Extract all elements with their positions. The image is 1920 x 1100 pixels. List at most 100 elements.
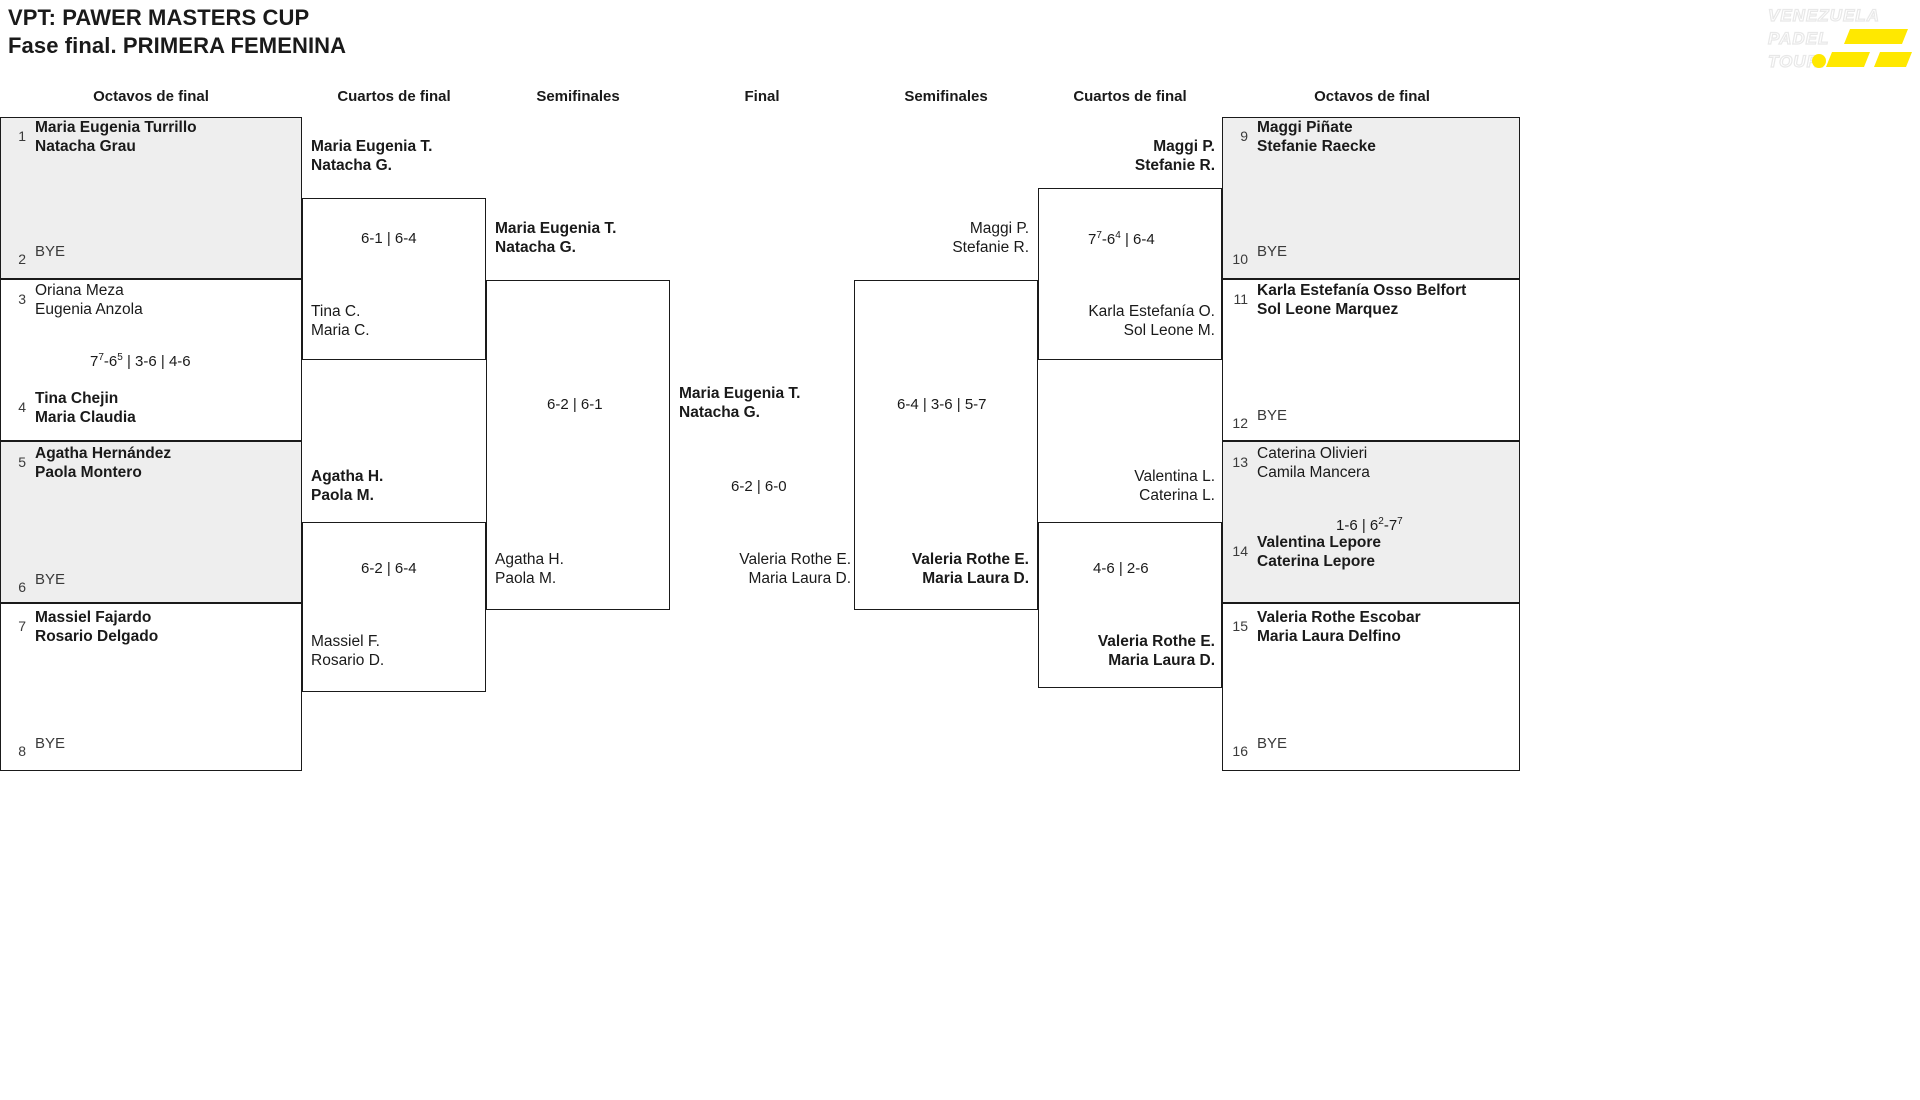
- left-octavos-entry-3[interactable]: 3 Oriana Meza Eugenia Anzola: [4, 281, 143, 319]
- seed-number: 3: [18, 291, 26, 307]
- round-header-left-octavos: Octavos de final: [93, 88, 209, 105]
- left-semis-score: 6-2 | 6-1: [547, 396, 603, 413]
- team-name: Caterina Olivieri Camila Mancera: [1257, 445, 1370, 481]
- right-octavos-match-4[interactable]: [1222, 603, 1520, 771]
- right-cuartos-match-2[interactable]: [1038, 522, 1222, 688]
- team-name: Oriana Meza Eugenia Anzola: [35, 282, 143, 318]
- team-name: Agatha Hernández Paola Montero: [35, 445, 172, 481]
- right-semis-score: 6-4 | 3-6 | 5-7: [897, 396, 987, 413]
- right-octavos-entry-9[interactable]: 9 Maggi Piñate Stefanie Raecke: [1226, 118, 1376, 156]
- left-semis-team-1: Maria Eugenia T. Natacha G.: [495, 220, 617, 256]
- right-cuartos-score-2: 4-6 | 2-6: [1093, 560, 1149, 577]
- seed-number: 10: [1232, 251, 1248, 267]
- logo-accent-bars: [1812, 29, 1912, 68]
- right-cuartos-team-4: Valeria Rothe E. Maria Laura D.: [1097, 633, 1215, 669]
- seed-number: 4: [18, 399, 26, 415]
- venezuela-padel-tour-logo: VENEZUELA PADEL TOUR.: [1722, 2, 1912, 78]
- bye-label: BYE: [35, 243, 66, 260]
- team-name: Maggi Piñate Stefanie Raecke: [1257, 119, 1376, 155]
- seed-number: 6: [18, 579, 26, 595]
- round-header-left-semis: Semifinales: [536, 88, 620, 105]
- seed-number: 13: [1232, 454, 1248, 470]
- team-name: Maria Eugenia Turrillo Natacha Grau: [35, 119, 197, 155]
- seed-number: 2: [18, 251, 26, 267]
- left-cuartos-match-2[interactable]: [302, 522, 486, 692]
- left-octavos-entry-7[interactable]: 7 Massiel Fajardo Rosario Delgado: [4, 608, 158, 646]
- left-semis-match[interactable]: [486, 280, 670, 610]
- right-semis-match[interactable]: [854, 280, 1038, 610]
- bye-label: BYE: [35, 735, 66, 752]
- team-name: Massiel Fajardo Rosario Delgado: [35, 609, 159, 645]
- left-cuartos-match-1[interactable]: [302, 198, 486, 360]
- left-semis-team-2: Agatha H. Paola M.: [495, 551, 564, 587]
- right-cuartos-score-1: 77-64 | 6-4: [1088, 230, 1155, 249]
- right-octavos-score-3: 1-6 | 62-77: [1336, 516, 1403, 535]
- right-octavos-entry-15[interactable]: 15 Valeria Rothe Escobar Maria Laura Del…: [1226, 608, 1421, 646]
- left-octavos-match-4[interactable]: [0, 603, 302, 771]
- page-title: VPT: PAWER MASTERS CUP Fase final. PRIME…: [8, 4, 346, 60]
- right-octavos-entry-11[interactable]: 11 Karla Estefanía Osso Belfort Sol Leon…: [1226, 281, 1466, 319]
- bye-label: BYE: [1257, 407, 1288, 424]
- team-name: Valeria Rothe Escobar Maria Laura Delfin…: [1257, 609, 1421, 645]
- round-header-right-cuartos: Cuartos de final: [1073, 88, 1187, 105]
- right-octavos-match-2[interactable]: [1222, 279, 1520, 441]
- left-octavos-entry-2[interactable]: 2 BYE: [4, 241, 65, 269]
- right-octavos-entry-16[interactable]: 16 BYE: [1226, 733, 1287, 761]
- left-octavos-entry-1[interactable]: 1 Maria Eugenia Turrillo Natacha Grau: [4, 118, 197, 156]
- team-name: Karla Estefanía Osso Belfort Sol Leone M…: [1257, 282, 1467, 318]
- left-cuartos-team-2: Tina C. Maria C.: [311, 303, 370, 339]
- right-octavos-entry-13[interactable]: 13 Caterina Olivieri Camila Mancera: [1226, 444, 1370, 482]
- seed-number: 5: [18, 454, 26, 470]
- seed-number: 9: [1240, 128, 1248, 144]
- bye-label: BYE: [1257, 735, 1288, 752]
- bye-label: BYE: [1257, 243, 1288, 260]
- right-semis-team-1: Maggi P. Stefanie R.: [952, 220, 1029, 256]
- final-team-top: Maria Eugenia T. Natacha G.: [679, 385, 801, 421]
- left-cuartos-team-4: Massiel F. Rosario D.: [311, 633, 385, 669]
- left-octavos-match-2[interactable]: [0, 279, 302, 441]
- round-header-right-semis: Semifinales: [904, 88, 988, 105]
- tournament-phase: Fase final. PRIMERA FEMENINA: [8, 33, 347, 58]
- seed-number: 8: [18, 743, 26, 759]
- left-octavos-entry-4[interactable]: 4 Tina Chejin Maria Claudia: [4, 389, 136, 427]
- left-octavos-entry-8[interactable]: 8 BYE: [4, 733, 65, 761]
- seed-number: 11: [1233, 291, 1248, 307]
- seed-number: 1: [18, 128, 26, 144]
- final-score: 6-2 | 6-0: [731, 478, 787, 495]
- right-cuartos-team-2: Karla Estefanía O. Sol Leone M.: [1088, 303, 1215, 339]
- seed-number: 16: [1232, 743, 1248, 759]
- team-name: Valentina Lepore Caterina Lepore: [1257, 534, 1382, 570]
- right-octavos-entry-14[interactable]: 14 Valentina Lepore Caterina Lepore: [1226, 533, 1381, 571]
- left-cuartos-score-1: 6-1 | 6-4: [361, 230, 417, 247]
- left-octavos-entry-5[interactable]: 5 Agatha Hernández Paola Montero: [4, 444, 171, 482]
- left-octavos-match-1[interactable]: [0, 117, 302, 279]
- seed-number: 12: [1232, 415, 1248, 431]
- team-name: Tina Chejin Maria Claudia: [35, 390, 136, 426]
- left-octavos-score-2: 77-65 | 3-6 | 4-6: [90, 352, 191, 371]
- tournament-name: VPT: PAWER MASTERS CUP: [8, 5, 310, 30]
- round-header-final: Final: [744, 88, 780, 105]
- left-cuartos-team-1: Maria Eugenia T. Natacha G.: [311, 138, 433, 174]
- logo-text-tour: TOUR.: [1768, 52, 1826, 71]
- right-cuartos-team-3: Valentina L. Caterina L.: [1134, 468, 1215, 504]
- final-team-bottom: Valeria Rothe E. Maria Laura D.: [739, 551, 851, 587]
- logo-graphic: VENEZUELA PADEL TOUR.: [1767, 5, 1912, 72]
- seed-number: 14: [1232, 543, 1248, 559]
- right-cuartos-match-1[interactable]: [1038, 188, 1222, 360]
- left-cuartos-team-3: Agatha H. Paola M.: [311, 468, 384, 504]
- logo-text-venezuela: VENEZUELA: [1768, 6, 1880, 25]
- right-semis-team-2: Valeria Rothe E. Maria Laura D.: [911, 551, 1029, 587]
- left-octavos-match-3[interactable]: [0, 441, 302, 603]
- right-octavos-match-3[interactable]: [1222, 441, 1520, 603]
- right-octavos-entry-10[interactable]: 10 BYE: [1226, 241, 1287, 269]
- left-octavos-entry-6[interactable]: 6 BYE: [4, 569, 65, 597]
- round-header-left-cuartos: Cuartos de final: [337, 88, 451, 105]
- logo-text-padel: PADEL: [1768, 29, 1829, 48]
- right-octavos-entry-12[interactable]: 12 BYE: [1226, 405, 1287, 433]
- right-octavos-match-1[interactable]: [1222, 117, 1520, 279]
- right-cuartos-team-1: Maggi P. Stefanie R.: [1134, 138, 1215, 174]
- bye-label: BYE: [35, 571, 66, 588]
- left-cuartos-score-2: 6-2 | 6-4: [361, 560, 417, 577]
- seed-number: 7: [18, 618, 26, 634]
- seed-number: 15: [1232, 618, 1248, 634]
